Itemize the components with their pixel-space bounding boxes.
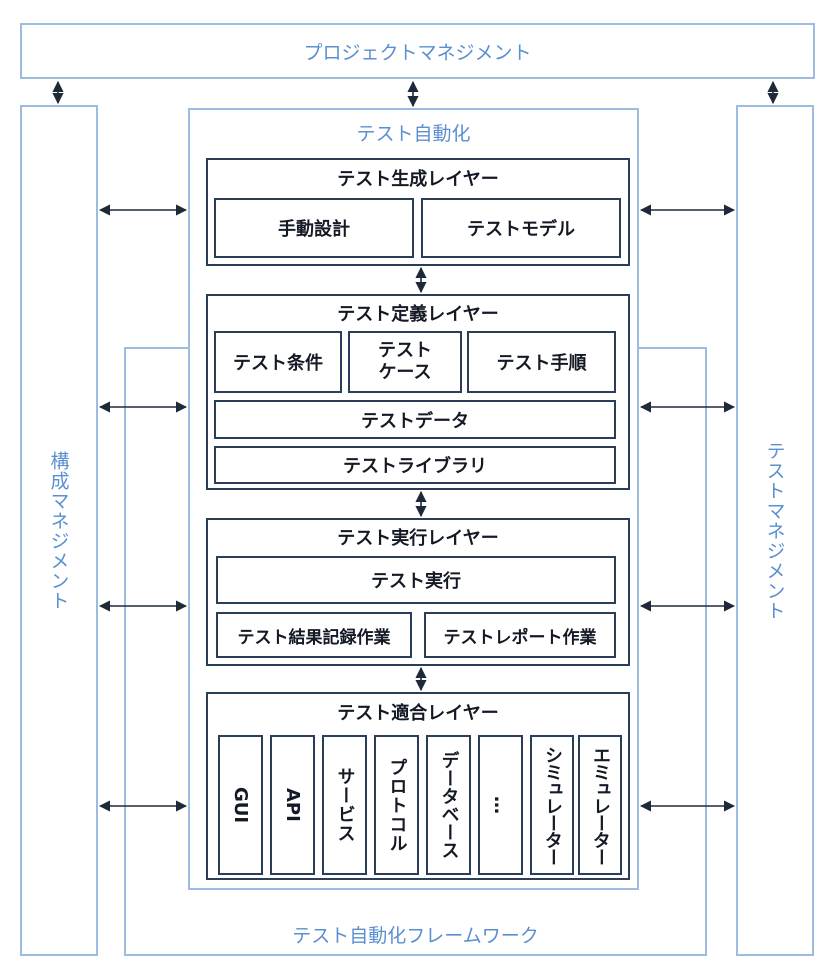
test-data-box: テストデータ <box>214 400 616 439</box>
test-case-line1: テスト <box>378 340 432 361</box>
test-model-box: テストモデル <box>421 198 621 258</box>
adapter-api-label: API <box>282 788 303 822</box>
adapter-gui-label: GUI <box>230 786 251 824</box>
framework-label: テスト自動化フレームワーク <box>292 924 539 947</box>
adapter-more-label: … <box>490 796 511 814</box>
test-procedure-box: テスト手順 <box>467 331 616 393</box>
adapter-protocol: プロトコル <box>374 735 419 875</box>
config-management-label: 構成マネジメント <box>47 450 70 611</box>
adaptation-layer-title: テスト適合レイヤー <box>337 703 499 724</box>
test-record-box: テスト結果記録作業 <box>216 612 412 658</box>
adapter-simulator-label: シミュレーター <box>542 745 563 865</box>
adapter-api: API <box>270 735 315 875</box>
adapter-service: サービス <box>322 735 367 875</box>
test-run-box: テスト実行 <box>216 556 616 604</box>
test-case-line2: ケース <box>378 362 432 383</box>
test-library-box: テストライブラリ <box>214 446 616 484</box>
adapter-simulator: シミュレーター <box>530 735 574 875</box>
test-report-box: テストレポート作業 <box>424 612 616 658</box>
adapter-more: … <box>478 735 523 875</box>
adapter-gui: GUI <box>218 735 263 875</box>
test-case-box: テスト ケース <box>348 331 462 393</box>
adapter-database: データベース <box>426 735 471 875</box>
manual-design-box: 手動設計 <box>214 198 414 258</box>
test-management-label: テストマネジメント <box>763 440 786 621</box>
test-conditions-box: テスト条件 <box>214 331 342 393</box>
config-management-column: 構成マネジメント <box>20 105 98 956</box>
project-management-box: プロジェクトマネジメント <box>20 23 815 79</box>
adapter-protocol-label: プロトコル <box>386 757 408 853</box>
adapter-emulator: エミュレーター <box>578 735 622 875</box>
execution-layer-title: テスト実行レイヤー <box>337 528 499 549</box>
test-automation-label: テスト自動化 <box>356 122 471 145</box>
adapter-service-label: サービス <box>334 767 356 843</box>
adapter-database-label: データベース <box>438 751 460 859</box>
test-management-column: テストマネジメント <box>736 105 814 956</box>
adapter-emulator-label: エミュレーター <box>590 745 611 865</box>
generation-layer-title: テスト生成レイヤー <box>337 169 499 190</box>
definition-layer-title: テスト定義レイヤー <box>337 304 499 325</box>
